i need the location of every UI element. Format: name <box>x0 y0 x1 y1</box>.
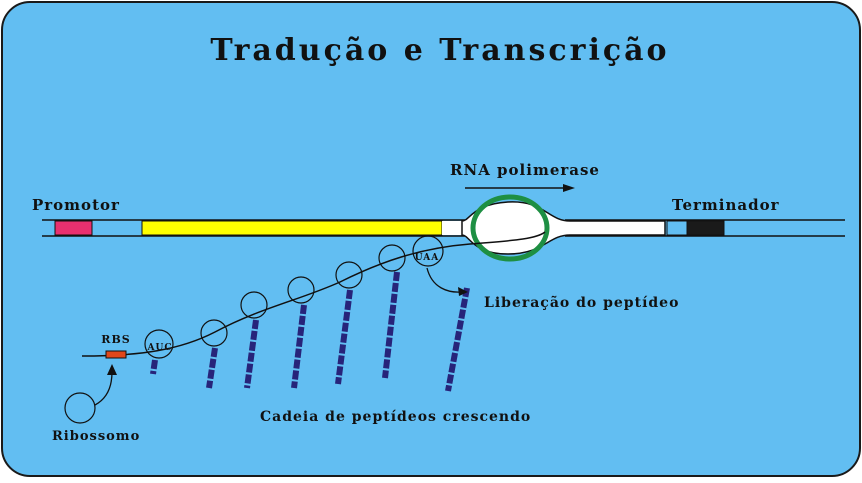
ribosome-circle-icon <box>200 319 228 347</box>
peptide-chains <box>150 271 470 392</box>
ribosome-icon <box>64 392 96 424</box>
direction-arrow-icon <box>465 184 575 192</box>
auc-label: AUC <box>147 343 173 353</box>
ribosome-circle-icon <box>335 261 363 289</box>
terminador-label: Terminador <box>672 196 780 214</box>
ribosome-circle-icon <box>240 291 268 319</box>
peptide-chain <box>206 347 218 389</box>
uaa-label: UAA <box>415 253 440 263</box>
peptide-chain <box>150 359 158 375</box>
liberacao-label: Liberação do peptídeo <box>484 294 679 311</box>
gene-region <box>141 220 443 236</box>
rbs-label: RBS <box>101 333 130 346</box>
ribossomo-label: Ribossomo <box>52 429 140 444</box>
dna-strands <box>42 219 845 237</box>
rbs-box <box>105 350 127 359</box>
peptide-chain <box>291 304 307 389</box>
promotor-label: Promotor <box>32 196 120 214</box>
transcribed-region-left <box>442 221 465 235</box>
ribosome-circle-icon <box>287 276 315 304</box>
ribosome-arrow-icon <box>94 364 117 406</box>
ribosome-circle-icon <box>412 235 444 267</box>
peptide-chain <box>445 287 470 392</box>
ribosome-circles <box>144 235 444 359</box>
peptide-chain <box>335 289 353 385</box>
terminator-spacer <box>666 220 688 236</box>
diagram-title: Tradução e Transcrição <box>210 33 669 68</box>
peptide-chain <box>382 271 400 379</box>
rna-polimerase-label: RNA polimerase <box>450 161 600 179</box>
peptide-chain <box>244 319 259 389</box>
rna-polymerase-ring <box>470 194 550 262</box>
ribosome-circle-icon <box>144 329 174 359</box>
ribosome-circle-icon <box>378 244 406 272</box>
mrna-strand <box>81 231 546 357</box>
terminator-box <box>686 220 725 236</box>
promotor-box <box>54 220 93 236</box>
release-arrow-icon <box>426 267 468 296</box>
cadeia-label: Cadeia de peptídeos crescendo <box>260 409 531 425</box>
